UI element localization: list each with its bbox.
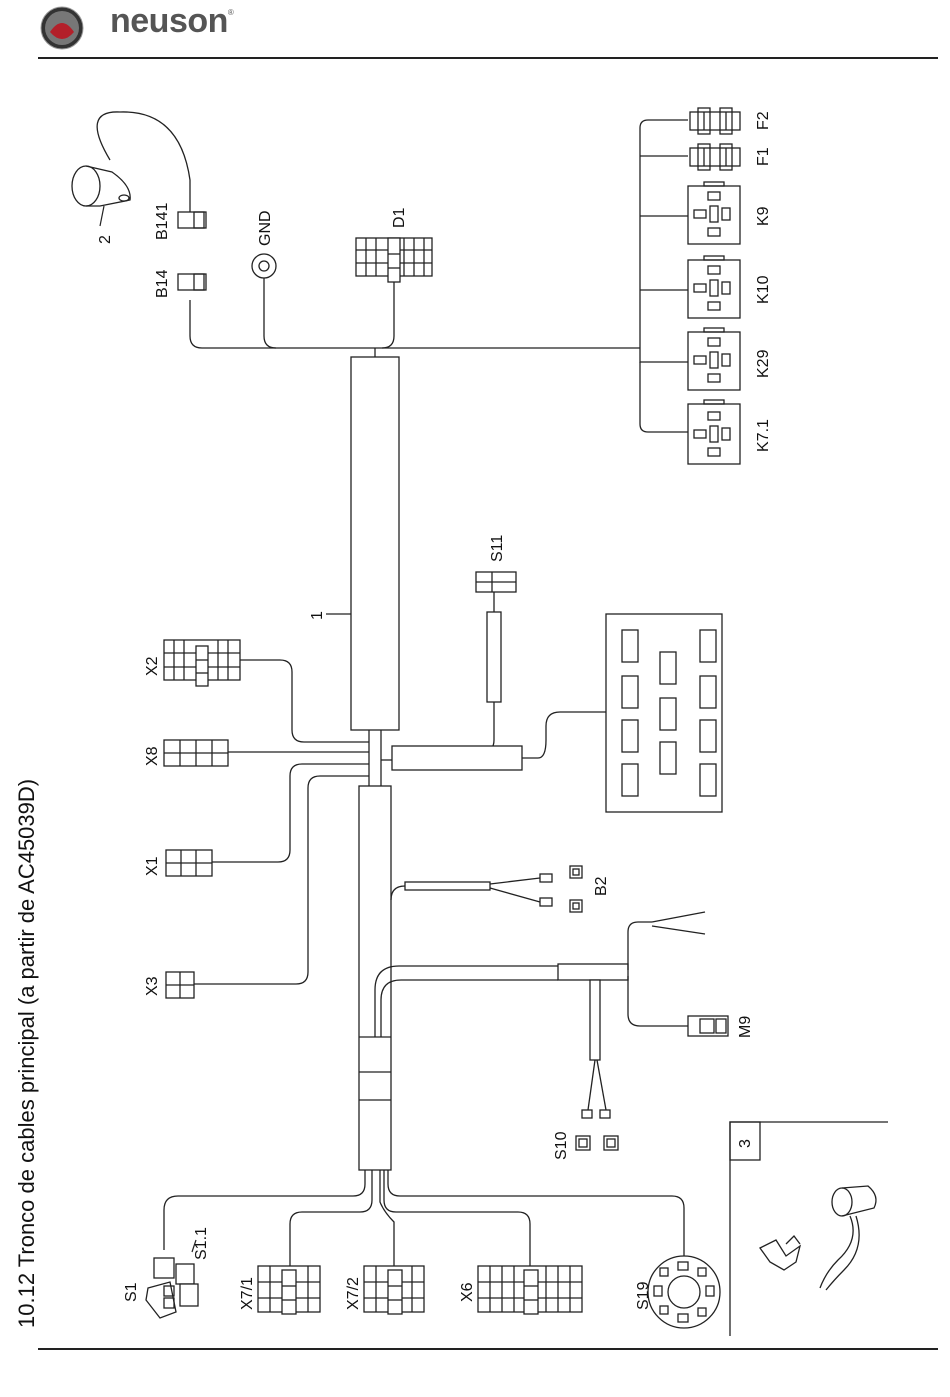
fuse-F1 [690,144,740,170]
lower-harness-sleeve [359,786,391,1170]
label-S1: S1 [123,1282,140,1302]
label-X3: X3 [144,976,161,996]
connector-X8 [164,740,228,766]
label-X2: X2 [144,656,161,676]
relay-K9 [688,182,740,244]
buzzer-S19 [648,1256,720,1328]
connector-X1 [166,850,212,876]
gnd-ring-terminal [252,254,276,278]
connector-M9 [688,1016,728,1036]
label-B141: B141 [154,203,171,240]
inset-panel-3 [730,1122,888,1336]
connector-B14 [178,274,206,290]
sensor-B2 [540,866,582,912]
label-F1: F1 [755,147,772,166]
label-X7-2: X7/2 [345,1277,362,1310]
label-X6: X6 [459,1282,476,1302]
connector-B141 [178,212,206,228]
connector-X3 [166,972,194,998]
label-S1-1: S1.1 [193,1227,210,1260]
main-harness-sleeve [351,357,399,730]
label-K7-1: K7.1 [755,419,772,452]
connector-X2 [164,640,240,686]
sensor-2 [72,166,130,206]
label-harness: 1 [309,611,326,620]
label-K10: K10 [755,275,772,304]
label-K9: K9 [755,206,772,226]
fuse-F2 [690,108,740,134]
label-X7-1: X7/1 [239,1277,256,1310]
connector-X7-1 [258,1266,320,1314]
label-S11: S11 [489,535,506,562]
label-S10: S10 [553,1131,570,1160]
relay-K29 [688,328,740,390]
label-inset-3: 3 [737,1139,754,1148]
label-M9: M9 [737,1016,754,1038]
ecu-sleeve [392,746,522,770]
relay-K10 [688,256,740,318]
control-unit [606,614,722,812]
label-K29: K29 [755,349,772,378]
label-X8: X8 [144,746,161,766]
label-B2: B2 [593,876,610,896]
connector-X6 [478,1266,582,1314]
label-S19: S19 [635,1281,652,1310]
label-X1: X1 [144,856,161,876]
label-D1: D1 [391,207,408,228]
label-B14: B14 [154,269,171,298]
switch-S1 [146,1258,198,1318]
switch-S10 [576,1110,618,1150]
label-F2: F2 [755,111,772,130]
connector-X7-2 [364,1266,424,1314]
label-GND: GND [257,210,274,246]
relay-K7-1 [688,400,740,464]
label-sensor-2: 2 [97,235,114,244]
